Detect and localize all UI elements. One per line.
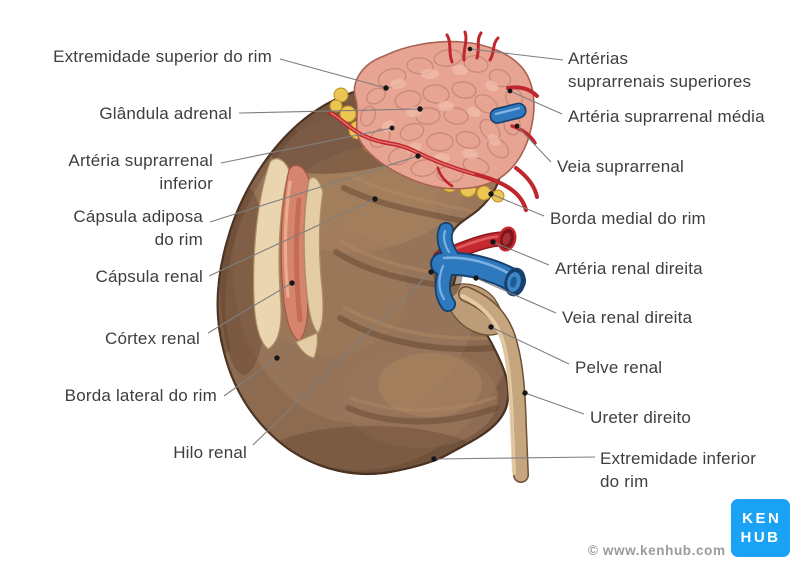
right-ureter xyxy=(458,286,529,483)
label-extremidade-superior: Extremidade superior do rim xyxy=(53,47,272,66)
leader-borda-lateral xyxy=(223,357,278,397)
label-capsula-renal: Cápsula renal xyxy=(95,267,203,286)
leader-extremidade-superior xyxy=(279,58,387,89)
leader-borda-medial xyxy=(490,193,545,217)
adrenal-highlights xyxy=(381,64,512,163)
leader-capsula-adiposa xyxy=(209,155,419,223)
leader-arteria-renal xyxy=(492,241,550,266)
kenhub-logo: KEN HUB xyxy=(731,499,790,557)
leader-veia-renal xyxy=(475,277,557,314)
label-extremidade-inferior: Extremidade inferior do rim xyxy=(600,449,757,491)
leader-capsula-renal xyxy=(208,198,376,277)
leader-extremidade-inferior xyxy=(433,456,596,460)
leader-dots xyxy=(274,46,528,462)
label-cortex-renal: Córtex renal xyxy=(105,329,200,348)
leader-arterias-supra-sup xyxy=(469,48,564,61)
label-arteria-suprarrenal-media: Artéria suprarrenal média xyxy=(568,107,765,126)
right-renal-vein xyxy=(430,222,526,312)
leader-pelve-renal xyxy=(490,326,570,365)
label-veia-suprarrenal: Veia suprarrenal xyxy=(557,157,684,176)
label-ureter-direito: Ureter direito xyxy=(590,408,692,427)
label-capsula-adiposa: Cápsula adiposa do rim xyxy=(73,207,203,249)
renal-capsule-flap xyxy=(253,158,324,359)
label-glandula-adrenal: Glândula adrenal xyxy=(99,104,232,123)
leader-lines xyxy=(207,48,596,460)
label-hilo-renal: Hilo renal xyxy=(173,443,247,462)
leader-arteria-supra-media xyxy=(509,90,563,115)
suprarenal-vein xyxy=(489,102,527,124)
copyright-text: © www.kenhub.com xyxy=(588,543,726,558)
label-veia-renal-direita: Veia renal direita xyxy=(562,308,693,327)
leader-arteria-supra-inf xyxy=(220,127,393,164)
label-pelve-renal: Pelve renal xyxy=(575,358,663,377)
label-borda-lateral: Borda lateral do rim xyxy=(64,386,217,405)
leader-cortex-renal xyxy=(207,282,293,334)
label-arteria-renal-direita: Artéria renal direita xyxy=(555,259,703,278)
leader-veia-suprarrenal xyxy=(516,125,552,163)
label-borda-medial: Borda medial do rim xyxy=(550,209,706,228)
superior-suprarenal-arteries xyxy=(445,30,500,64)
leader-ureter xyxy=(524,392,585,415)
label-arterias-suprarrenais-superiores: Artérias suprarrenais superiores xyxy=(568,49,752,91)
adrenal-gland xyxy=(353,40,535,190)
label-arteria-suprarrenal-inferior: Artéria suprarrenal inferior xyxy=(68,151,213,193)
leader-hilo-renal xyxy=(252,271,432,446)
leader-glandula-adrenal xyxy=(238,108,421,114)
adrenal-texture xyxy=(359,49,523,183)
